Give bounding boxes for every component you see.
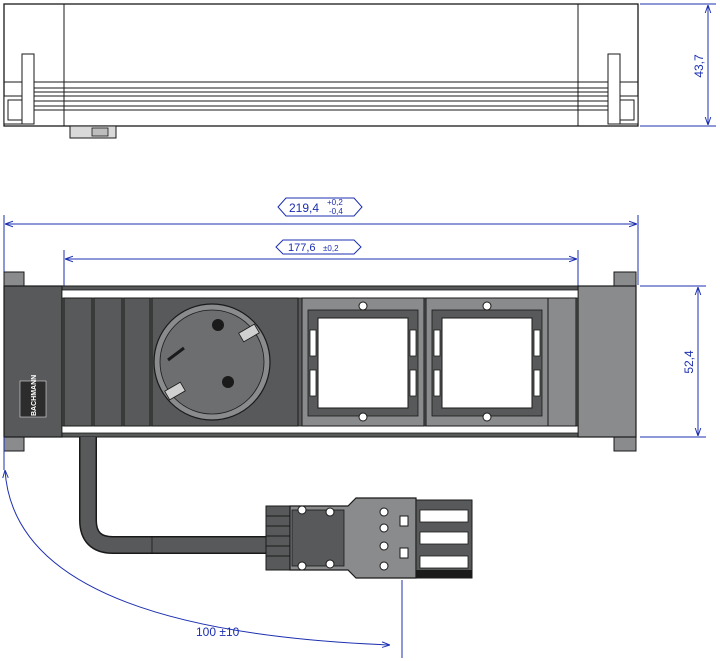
front-view: BACHMANN — [3, 271, 637, 452]
dimension-height-front: 52,4 — [640, 285, 706, 438]
blank-insert-1 — [301, 297, 425, 427]
dim-height-top-label: 43,7 — [692, 54, 706, 78]
brand-logo: BACHMANN — [19, 375, 47, 418]
power-cable — [79, 437, 268, 554]
top-view — [3, 3, 639, 139]
dim-width-total-tol-upper: +0,2 — [327, 198, 343, 207]
schuko-socket — [151, 297, 299, 427]
brand-logo-text: BACHMANN — [31, 375, 38, 416]
dim-width-total-label: 219,4 — [289, 201, 319, 215]
right-end-cap — [577, 285, 637, 438]
dim-height-front-label: 52,4 — [682, 350, 696, 374]
dimension-width-inner: 177,6 ±0,2 — [63, 239, 579, 292]
dimension-cable-length: 100 ±10 — [4, 437, 403, 658]
gst-connector — [265, 497, 473, 579]
blank-insert-2 — [425, 297, 549, 427]
dim-width-inner-tol: ±0,2 — [323, 244, 339, 253]
dimension-height-top: 43,7 — [640, 3, 716, 127]
dim-cable-length-label: 100 ±10 — [196, 625, 240, 639]
dim-width-inner-label: 177,6 — [288, 242, 316, 254]
dim-width-total-tol-lower: -0,4 — [329, 207, 343, 216]
